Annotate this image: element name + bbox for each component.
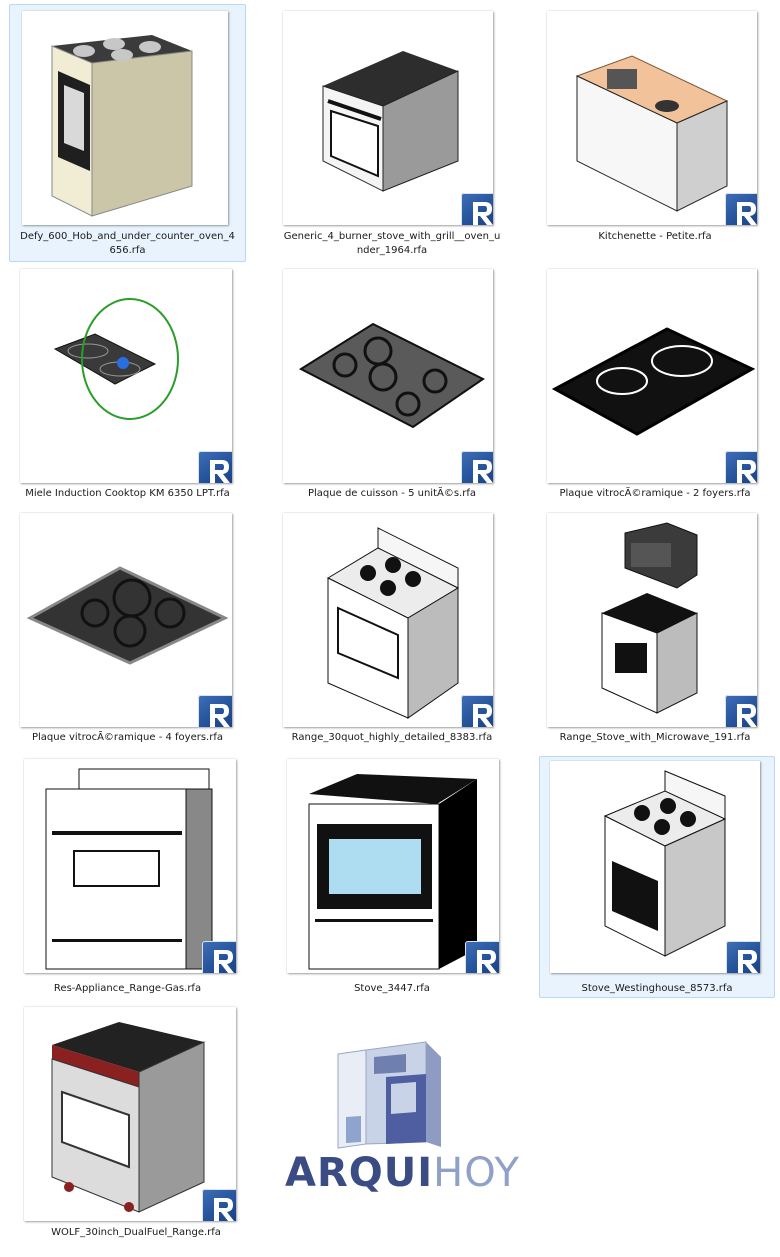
revit-file-icon: [725, 451, 757, 483]
file-name-label: Kitchenette - Petite.rfa: [598, 231, 712, 242]
revit-file-icon: [725, 193, 757, 225]
stove-preview-image: [326, 527, 460, 719]
file-tile-kitchenette[interactable]: Kitchenette - Petite.rfa: [536, 4, 774, 262]
cooktop-preview-image: [298, 322, 485, 429]
file-tile-plaque5[interactable]: Plaque de cuisson - 5 unitÃ©s.rfa: [272, 262, 512, 506]
file-tile-range30[interactable]: Range_30quot_highly_detailed_8383.rfa: [272, 506, 512, 750]
file-tile-rangemw[interactable]: Range_Stove_with_Microwave_191.rfa: [536, 506, 774, 750]
arquihoy-logo-icon: [337, 1041, 441, 1149]
stove-preview-image: [322, 51, 459, 192]
revit-file-icon: [465, 941, 499, 973]
file-tile-resgas[interactable]: Res-Appliance_Range-Gas.rfa: [9, 752, 246, 998]
file-name-label: Plaque vitrocÃ©ramique - 4 foyers.rfa: [32, 732, 223, 743]
file-tile-westinghouse[interactable]: Stove_Westinghouse_8573.rfa: [539, 756, 775, 998]
file-name-label: WOLF_30inch_DualFuel_Range.rfa: [51, 1227, 221, 1238]
file-thumbnail: [22, 11, 228, 225]
stove-preview-image: [51, 35, 193, 217]
file-thumbnail: [547, 513, 757, 727]
file-thumbnail: [550, 761, 760, 973]
file-name-label: Miele Induction Cooktop KM 6350 LPT.rfa: [25, 488, 230, 499]
range-preview-image: [45, 768, 213, 970]
file-thumbnail: [24, 759, 236, 973]
kitchenette-preview-image: [575, 55, 729, 212]
file-name-label: Stove_Westinghouse_8573.rfa: [581, 983, 733, 994]
file-name-label: Plaque de cuisson - 5 unitÃ©s.rfa: [308, 488, 476, 499]
file-name-label: Range_Stove_with_Microwave_191.rfa: [559, 732, 751, 743]
revit-file-icon: [202, 1189, 236, 1221]
file-name-label: Res-Appliance_Range-Gas.rfa: [53, 983, 202, 994]
stove-microwave-preview-image: [601, 522, 698, 714]
file-tile-wolf[interactable]: WOLF_30inch_DualFuel_Range.rfa: [9, 998, 261, 1246]
revit-file-icon: [725, 695, 757, 727]
file-tile-miele[interactable]: Miele Induction Cooktop KM 6350 LPT.rfa: [9, 262, 246, 506]
cooktop-preview-image: [551, 327, 756, 436]
revit-file-icon: [461, 451, 493, 483]
cooktop-preview-image: [53, 298, 179, 420]
stove-preview-image: [603, 770, 727, 957]
file-thumbnail: [283, 513, 493, 727]
revit-file-icon: [198, 451, 232, 483]
revit-file-icon: [461, 193, 493, 225]
file-tile-plaque2[interactable]: Plaque vitrocÃ©ramique - 2 foyers.rfa: [536, 262, 774, 506]
revit-file-icon: [461, 695, 493, 727]
file-thumbnail: [24, 1007, 236, 1221]
file-thumbnail: [283, 269, 493, 483]
stove-preview-image: [308, 774, 477, 970]
range-preview-image: [51, 1022, 205, 1213]
file-tile-stove3447[interactable]: Stove_3447.rfa: [272, 752, 512, 998]
file-thumbnail: [20, 269, 232, 483]
file-thumbnail: [283, 11, 493, 225]
file-thumbnail: [287, 759, 499, 973]
file-name-label: Plaque vitrocÃ©ramique - 2 foyers.rfa: [559, 488, 751, 499]
file-thumbnail: [20, 513, 232, 727]
file-tile-generic[interactable]: Generic_4_burner_stove_with_grill__oven_…: [272, 4, 512, 262]
revit-file-icon: [202, 941, 236, 973]
file-thumbnail: [547, 269, 757, 483]
file-thumbnail: [547, 11, 757, 225]
cooktop-preview-image: [26, 566, 229, 665]
watermark-text: ARQUIHOY: [285, 1150, 520, 1196]
file-tile-plaque4[interactable]: Plaque vitrocÃ©ramique - 4 foyers.rfa: [9, 506, 246, 750]
revit-file-icon: [726, 941, 760, 973]
revit-file-icon: [198, 695, 232, 727]
file-name-label: Stove_3447.rfa: [354, 983, 430, 994]
file-name-label: Range_30quot_highly_detailed_8383.rfa: [291, 732, 493, 743]
file-name-label: Generic_4_burner_stove_with_grill__oven_…: [283, 231, 501, 256]
